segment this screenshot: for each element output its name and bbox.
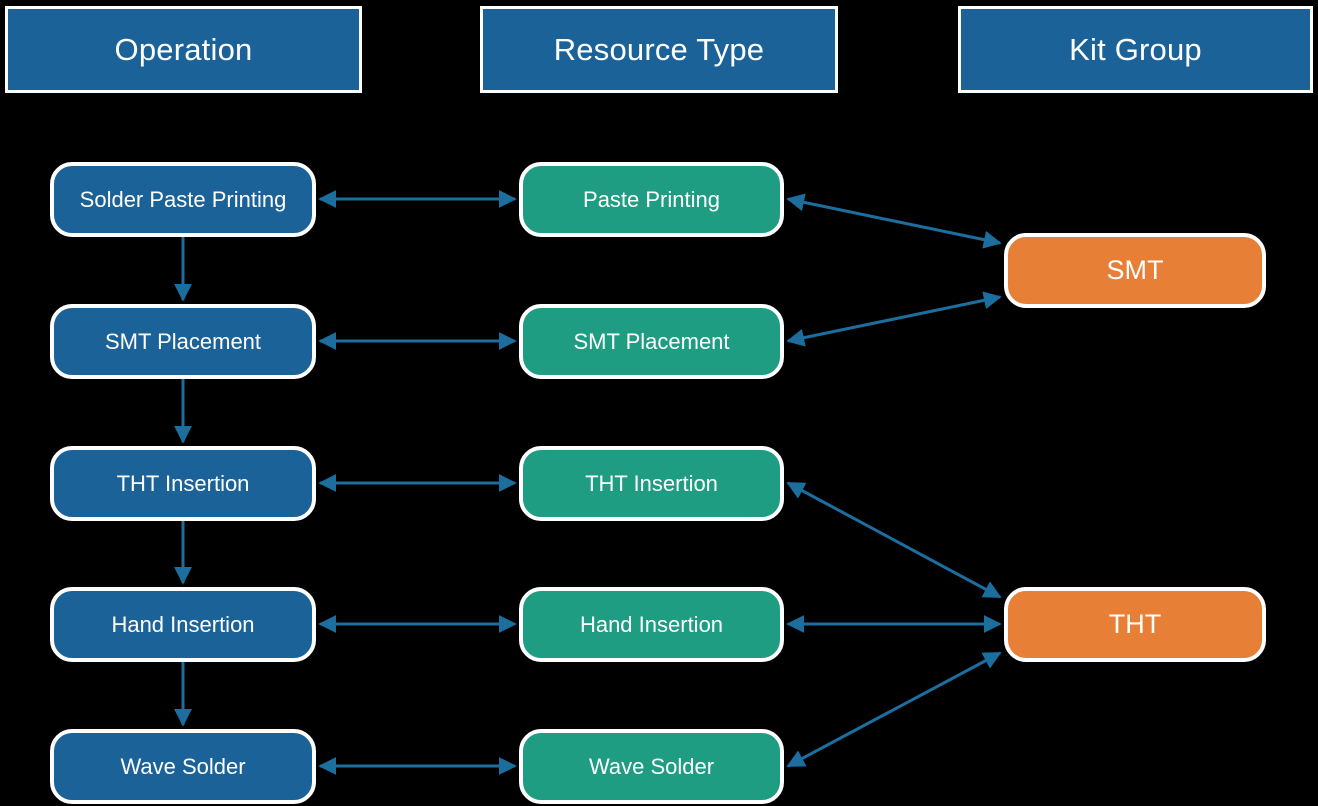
node-resource-hand-insertion[interactable]: Hand Insertion xyxy=(519,587,784,662)
column-header-operation: Operation xyxy=(5,6,362,93)
node-operation-solder-paste-printing[interactable]: Solder Paste Printing xyxy=(50,162,316,237)
column-header-resource-type: Resource Type xyxy=(480,6,838,93)
node-resource-wave-solder[interactable]: Wave Solder xyxy=(519,729,784,804)
node-operation-smt-placement[interactable]: SMT Placement xyxy=(50,304,316,379)
arrow-wave-solder-tht xyxy=(786,651,1002,768)
arrow-smt-placement-smt xyxy=(786,291,1002,347)
node-kit-group-tht[interactable]: THT xyxy=(1004,587,1266,662)
node-operation-wave-solder[interactable]: Wave Solder xyxy=(50,729,316,804)
node-operation-hand-insertion[interactable]: Hand Insertion xyxy=(50,587,316,662)
node-resource-smt-placement[interactable]: SMT Placement xyxy=(519,304,784,379)
node-kit-group-smt[interactable]: SMT xyxy=(1004,233,1266,308)
node-resource-tht-insertion[interactable]: THT Insertion xyxy=(519,446,784,521)
column-header-kit-group: Kit Group xyxy=(958,6,1313,93)
arrow-tht-insertion-tht xyxy=(786,481,1002,599)
node-resource-paste-printing[interactable]: Paste Printing xyxy=(519,162,784,237)
node-operation-tht-insertion[interactable]: THT Insertion xyxy=(50,446,316,521)
arrow-paste-printing-smt xyxy=(786,193,1002,249)
